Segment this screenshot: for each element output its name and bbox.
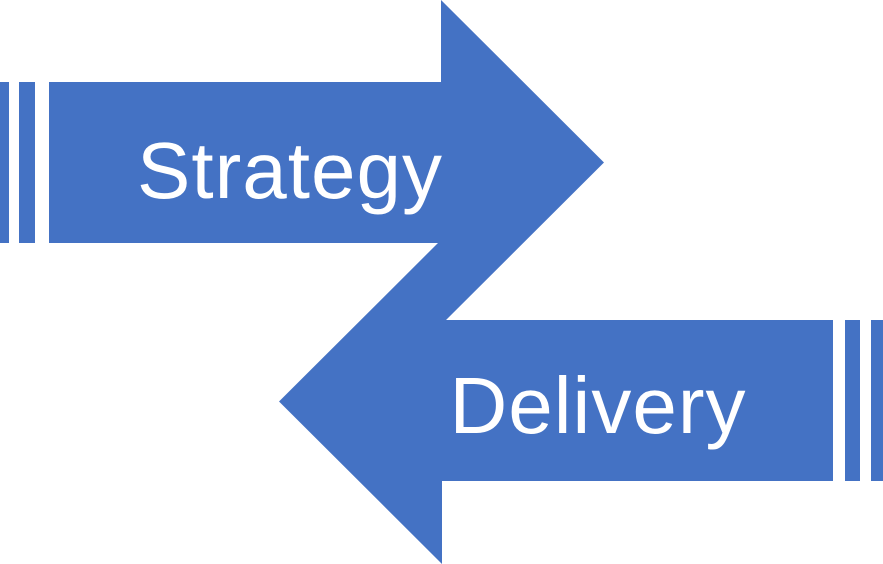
delivery-arrow: Delivery: [279, 239, 883, 564]
delivery-arrow-stripe-outer: [871, 320, 883, 481]
strategy-arrow: Strategy: [0, 0, 604, 325]
strategy-arrow-label: Strategy: [137, 126, 443, 215]
delivery-arrow-stripe-inner: [845, 320, 860, 481]
strategy-arrow-stripe-outer: [0, 82, 9, 243]
delivery-arrow-label: Delivery: [450, 361, 747, 450]
strategy-arrow-stripe-inner: [19, 82, 35, 243]
strategy-arrow-body: [49, 0, 604, 325]
delivery-arrow-body: [279, 239, 833, 564]
